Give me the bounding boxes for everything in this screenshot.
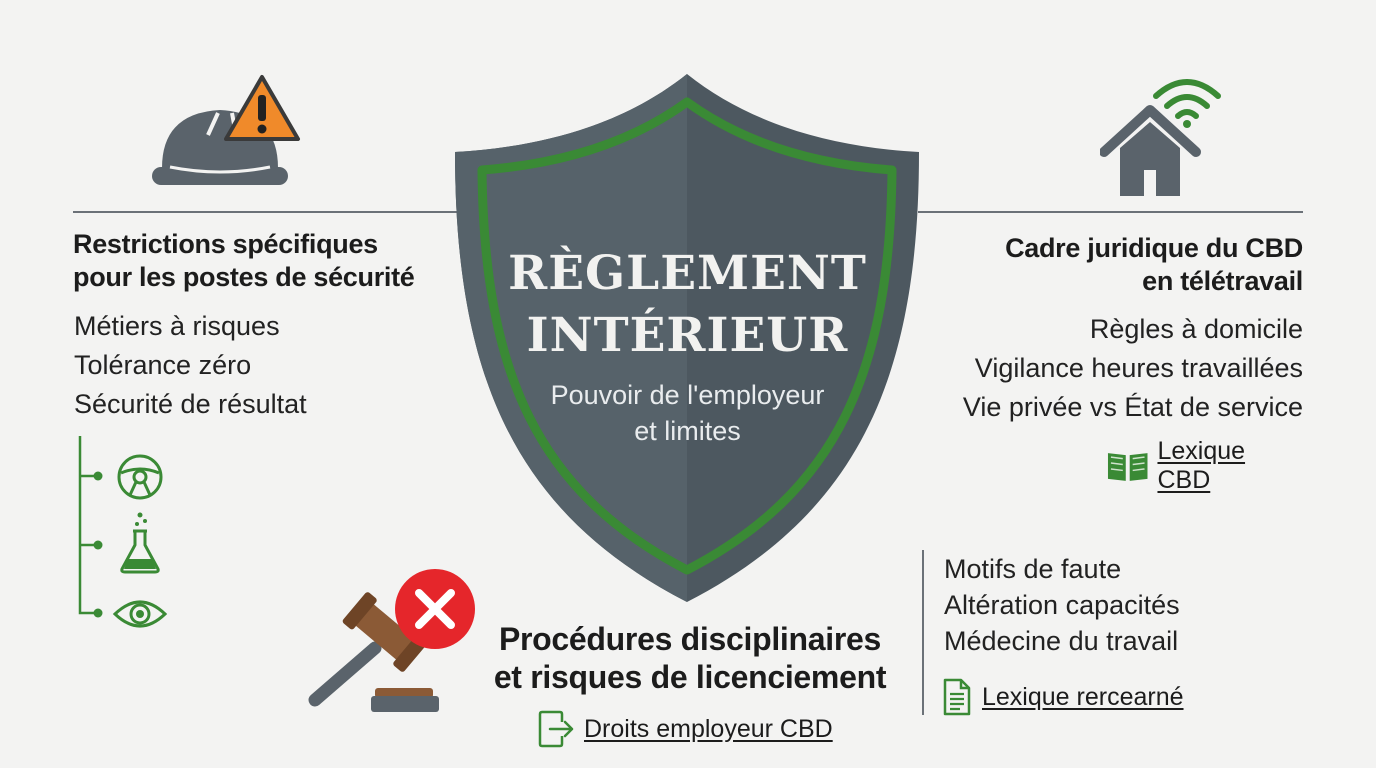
right-title-line2: en télétravail (1142, 266, 1303, 296)
shield-subtitle-line1: Pouvoir de l'employeur (550, 380, 825, 410)
shield-text: RÈGLEMENT INTÉRIEUR Pouvoir de l'employe… (490, 243, 885, 449)
gavel-icon (308, 592, 439, 712)
list-item: Règles à domicile (1089, 314, 1303, 344)
lexique-cbd-link-row[interactable]: Lexique CBD (1106, 437, 1303, 494)
droits-employeur-link[interactable]: Droits employeur CBD (584, 714, 833, 743)
house-icon (1100, 105, 1201, 196)
left-title-line2: pour les postes de sécurité (73, 262, 415, 292)
shield-title-line2: INTÉRIEUR (526, 308, 849, 363)
list-item: Tolérance zéro (74, 350, 252, 380)
right-item-list: Règles à domicile Vigilance heures trava… (900, 310, 1303, 427)
lexique-rercearne-link[interactable]: Lexique rercearné (982, 682, 1184, 711)
list-item: Sécurité de résultat (74, 389, 307, 419)
disciplinary-title-line1: Procédures disciplinaires (498, 621, 881, 657)
cancel-icon (395, 569, 475, 649)
warning-triangle-icon (224, 75, 300, 141)
list-item: Vie privée vs État de service (962, 392, 1303, 422)
left-tree (78, 436, 103, 618)
left-title-line1: Restrictions spécifiques (73, 229, 378, 259)
lexique-cbd-link[interactable]: Lexique CBD (1157, 437, 1246, 494)
document-icon (943, 678, 971, 716)
list-item: Métiers à risques (74, 311, 280, 341)
shield-subtitle-line2: et limites (634, 416, 741, 446)
right-title-line1: Cadre juridique du CBD (1005, 233, 1303, 263)
steering-wheel-icon (117, 454, 163, 500)
right-divider (918, 211, 1303, 213)
bottom-right-divider (922, 550, 924, 715)
shield-title-line1: RÈGLEMENT (508, 246, 867, 301)
disciplinary-title-line2: et risques de licenciement (493, 659, 887, 695)
list-item: Vigilance heures travaillées (974, 353, 1303, 383)
shield-graphic (455, 74, 919, 602)
wifi-icon (1153, 79, 1221, 128)
bottom-right-item-list: Motifs de faute Altération capacités Méd… (944, 551, 1304, 659)
droits-employeur-link-row[interactable]: Droits employeur CBD (536, 710, 846, 748)
left-item-list: Métiers à risques Tolérance zéro Sécurit… (74, 307, 454, 424)
lexique-rercearne-link-row[interactable]: Lexique rercearné (942, 677, 1242, 717)
left-section-title: Restrictions spécifiques pour les postes… (73, 228, 453, 294)
eye-icon (112, 600, 168, 628)
list-item: Altération capacités (944, 590, 1180, 620)
right-section-title: Cadre juridique du CBD en télétravail (900, 232, 1303, 298)
flask-icon (120, 512, 160, 574)
left-divider (73, 211, 458, 213)
book-icon (1107, 453, 1148, 481)
list-item: Médecine du travail (944, 626, 1179, 656)
export-document-icon (538, 710, 574, 748)
disciplinary-title: Procédures disciplinaires et risques de … (470, 620, 910, 696)
list-item: Motifs de faute (944, 554, 1122, 584)
